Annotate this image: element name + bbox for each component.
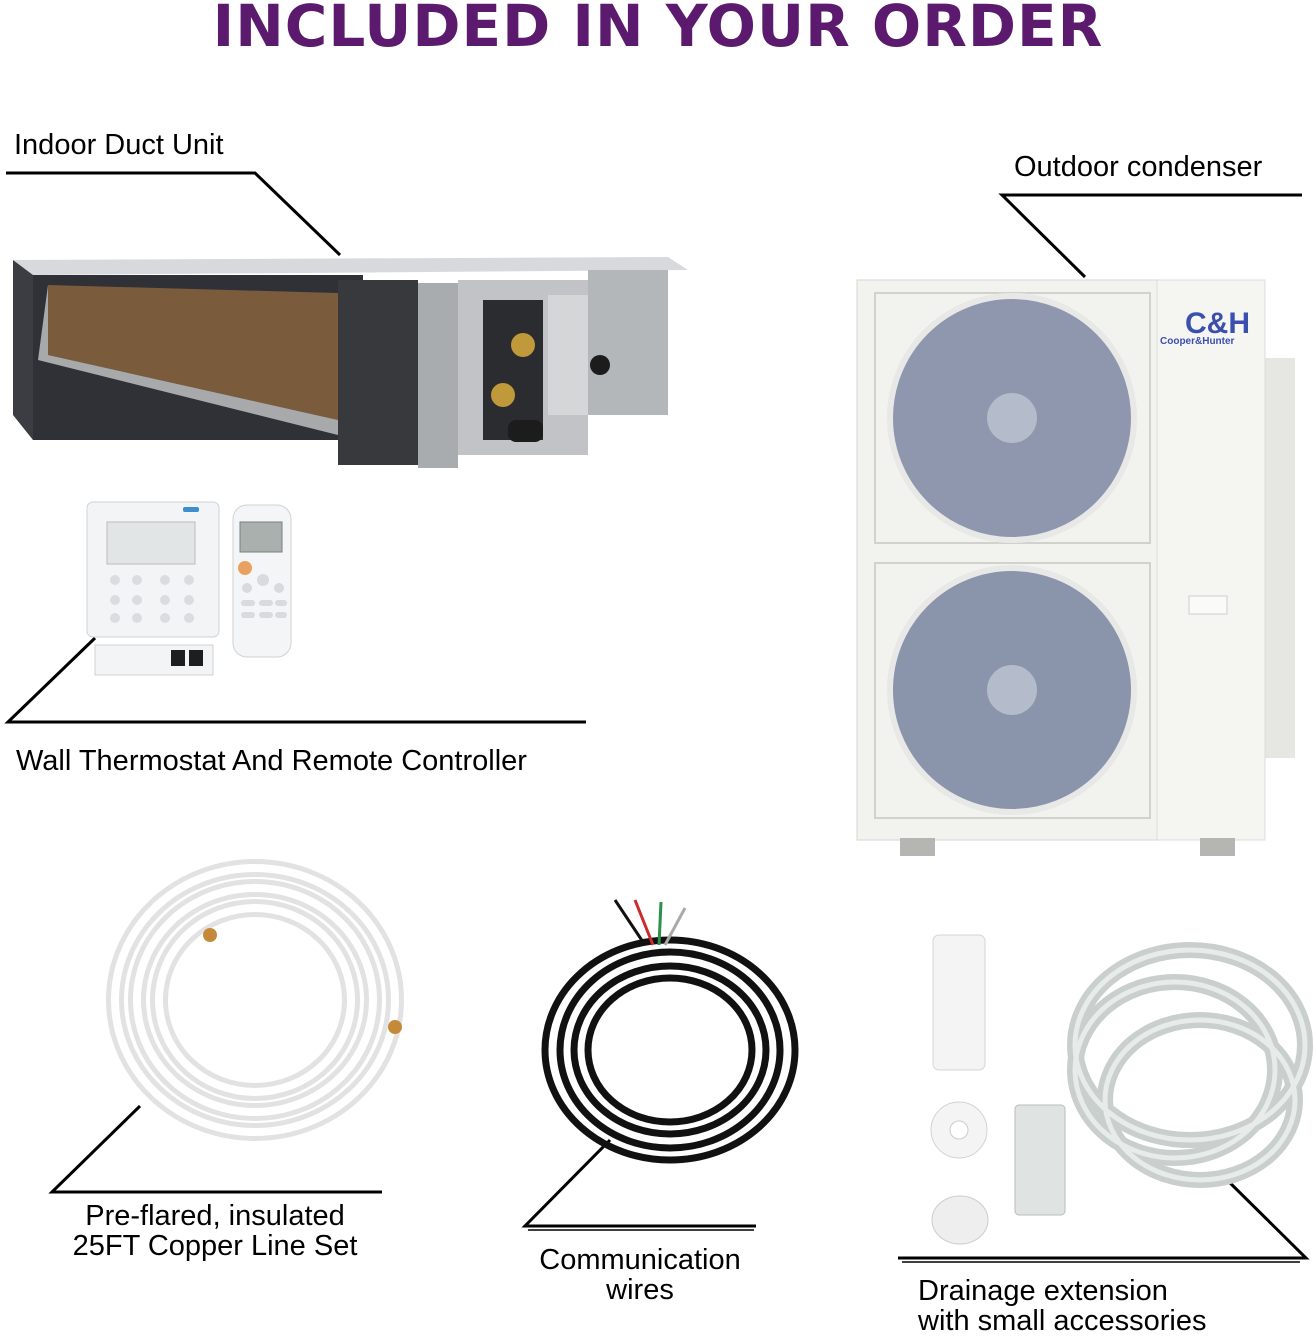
copper-line-set-image [106,859,404,1141]
outdoor-condenser-label: Outdoor condenser [1014,151,1263,183]
indoor-unit-leader-line [6,171,342,257]
line-set-leader-line [48,1104,382,1194]
line-set-label: Pre-flared, insulated 25FT Copper Line S… [40,1201,390,1261]
drainage-label-line2: with small accessories [918,1305,1207,1337]
communication-wires-image [541,899,799,1164]
thermostat-remote-label: Wall Thermostat And Remote Controller [16,745,527,777]
drainage-label-line1: Drainage extension [918,1275,1168,1307]
svg-text:Cooper&Hunter: Cooper&Hunter [1160,336,1235,347]
communication-wires-label-line1: Communication [539,1244,741,1276]
outdoor-condenser-image: C&H Cooper&Hunter [856,279,1295,856]
indoor-duct-unit-image [13,257,688,468]
wires-leader-line [521,1138,756,1228]
drainage-accessories-image [930,934,1313,1245]
indoor-duct-unit-label: Indoor Duct Unit [14,129,224,161]
communication-wires-label-line2: wires [606,1274,674,1306]
page-title: INCLUDED IN YOUR ORDER [212,0,1104,60]
line-set-label-line1: Pre-flared, insulated [85,1200,345,1232]
line-set-label-line2: 25FT Copper Line Set [72,1230,358,1262]
thermostat-remote-image [86,501,292,676]
brand-logo-icon: C&H [1185,307,1250,340]
communication-wires-label: Communication wires [510,1245,770,1305]
outdoor-condenser-leader-line [998,193,1302,279]
drainage-label: Drainage extension with small accessorie… [918,1276,1206,1336]
drainage-leader-line [898,1173,1310,1260]
thermostat-leader-line [4,636,586,724]
